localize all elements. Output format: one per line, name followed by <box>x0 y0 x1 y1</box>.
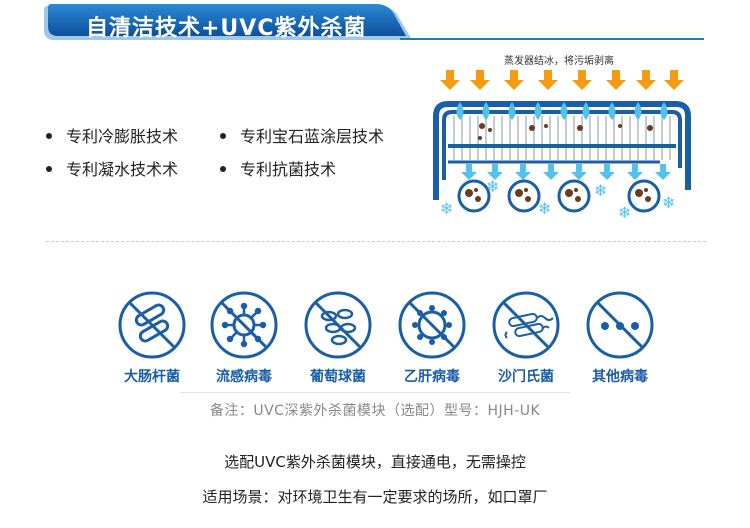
feature-item: 专利抗菌技术 <box>220 156 336 180</box>
germ-item-salmonella: 沙门氏菌 <box>484 290 568 386</box>
germ-item-hepatitis-b: 乙肝病毒 <box>390 290 474 386</box>
germ-label: 沙门氏菌 <box>498 369 554 385</box>
svg-text:❄: ❄ <box>486 177 499 196</box>
description-line-1: 选配UVC紫外杀菌模块，直接通电，无需操控 <box>224 453 526 471</box>
evaporator-diagram: ❄ ❄ ❄ ❄ ❄ ❄ <box>420 50 700 230</box>
feature-label: 专利凝水技术术 <box>66 160 179 179</box>
bullet-icon <box>220 165 226 172</box>
svg-text:❄: ❄ <box>618 203 631 222</box>
staphylococcus-icon <box>304 291 372 359</box>
model-note: 备注：UVC深紫外杀菌模块（选配）型号：HJH-UK <box>209 403 541 419</box>
diagram-caption: 蒸发器结冰，将污垢剥离 <box>504 56 614 67</box>
feature-label: 专利抗菌技术 <box>240 160 337 179</box>
bullet-icon <box>46 165 52 172</box>
evaporator-illustration: ❄ ❄ ❄ ❄ ❄ ❄ <box>433 70 691 222</box>
hepatitis-b-virus-icon <box>398 291 466 359</box>
heat-arrows <box>440 70 684 90</box>
banner-title: 自清洁技术+UVC紫外杀菌 <box>86 16 367 41</box>
feature-label: 专利宝石蓝涂层技术 <box>240 127 385 146</box>
salmonella-icon <box>492 291 560 359</box>
germ-item-staphylococcus: 葡萄球菌 <box>296 290 380 386</box>
title-banner: 自清洁技术+UVC紫外杀菌 <box>40 4 412 42</box>
description-line-2: 适用场景：对环境卫生有一定要求的场所，如口罩厂 <box>202 488 548 506</box>
section-divider <box>46 241 706 242</box>
bullet-icon <box>220 132 226 139</box>
feature-item: 专利冷膨胀技术 <box>46 123 178 147</box>
germ-label: 其他病毒 <box>592 369 648 385</box>
influenza-virus-icon <box>210 291 278 359</box>
dirt-bubbles <box>457 179 661 213</box>
svg-text:❄: ❄ <box>440 199 453 218</box>
germ-label: 葡萄球菌 <box>310 369 366 385</box>
germ-item-other-virus: 其他病毒 <box>578 290 662 386</box>
germ-item-influenza: 流感病毒 <box>202 290 286 386</box>
germ-label: 流感病毒 <box>216 369 272 385</box>
banner-underline <box>400 38 704 40</box>
e-coli-icon <box>118 291 186 359</box>
other-virus-icon <box>586 291 654 359</box>
germ-item-e-coli: 大肠杆菌 <box>110 290 194 386</box>
svg-text:❄: ❄ <box>594 181 607 200</box>
germ-label: 大肠杆菌 <box>124 369 180 385</box>
banner-background <box>44 4 412 40</box>
note-divider <box>180 392 570 393</box>
feature-item: 专利凝水技术术 <box>46 156 178 180</box>
svg-text:❄: ❄ <box>662 193 675 212</box>
feature-label: 专利冷膨胀技术 <box>66 127 179 146</box>
bullet-icon <box>46 132 52 139</box>
feature-item: 专利宝石蓝涂层技术 <box>220 123 384 147</box>
svg-text:❄: ❄ <box>538 199 551 218</box>
germ-label: 乙肝病毒 <box>404 369 460 385</box>
